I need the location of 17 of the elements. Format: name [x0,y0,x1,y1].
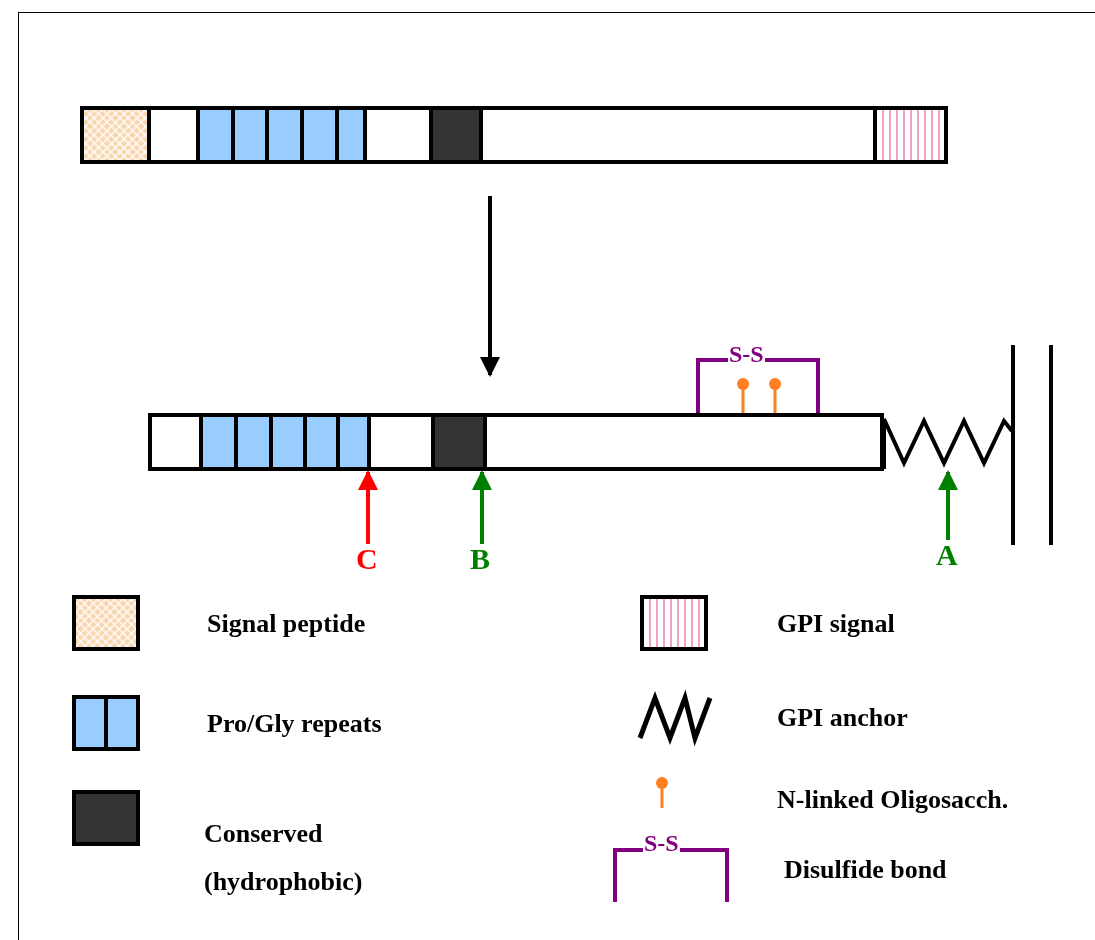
site-label: B [470,542,490,576]
legend-label: Pro/Gly repeats [207,709,382,739]
site-label: A [936,538,958,572]
site-label: C [356,542,378,576]
arrow [472,470,492,544]
legend-label: Conserved (hydrophobic) [204,818,364,898]
gpi-anchor-zigzag [882,415,1014,471]
protein-bar-drawing [80,106,948,164]
legend-label: GPI signal [777,609,895,639]
legend-label: N-linked Oligosacch. [777,785,1009,815]
arrow [480,196,500,377]
legend-label: Disulfide bond [784,855,947,885]
legend-label: Signal peptide [207,609,366,639]
arrow [938,470,958,540]
protein-bar-drawing [148,413,884,471]
legend-label: GPI anchor [777,703,908,733]
arrow [358,470,378,544]
